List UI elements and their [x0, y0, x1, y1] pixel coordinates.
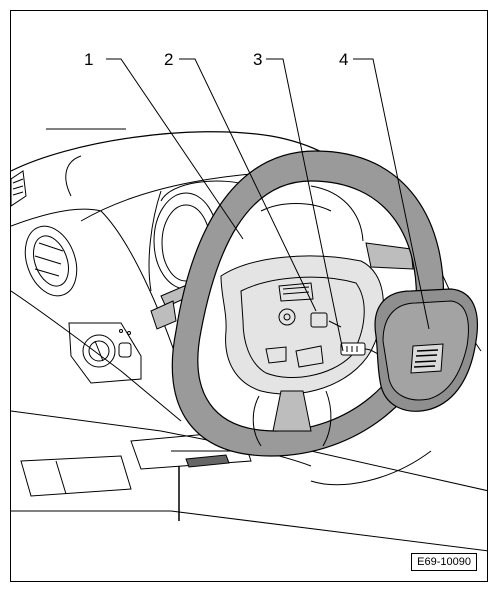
- callout-2-label: 2: [164, 50, 174, 69]
- leader-2: [179, 58, 317, 312]
- figure-reference-code: E69-10090: [411, 553, 477, 571]
- steering-wheel-drawing: [11, 58, 487, 552]
- illustration-frame: 1 2 3 4 E69-10090: [10, 10, 488, 582]
- callout-4-label: 4: [339, 50, 349, 69]
- left-air-vent: [11, 170, 78, 297]
- callout-1-label: 1: [84, 50, 94, 69]
- callout-leaders: [106, 58, 430, 352]
- lower-dash-panel: [20, 430, 252, 521]
- seat-logo-icon: [410, 343, 444, 374]
- steering-hub: [220, 255, 384, 447]
- leader-1: [106, 58, 244, 240]
- callout-3-label: 3: [253, 50, 263, 69]
- light-switch-panel: [68, 322, 142, 384]
- leader-4: [353, 58, 430, 330]
- leader-3: [266, 58, 344, 352]
- airbag-unit: [374, 288, 478, 412]
